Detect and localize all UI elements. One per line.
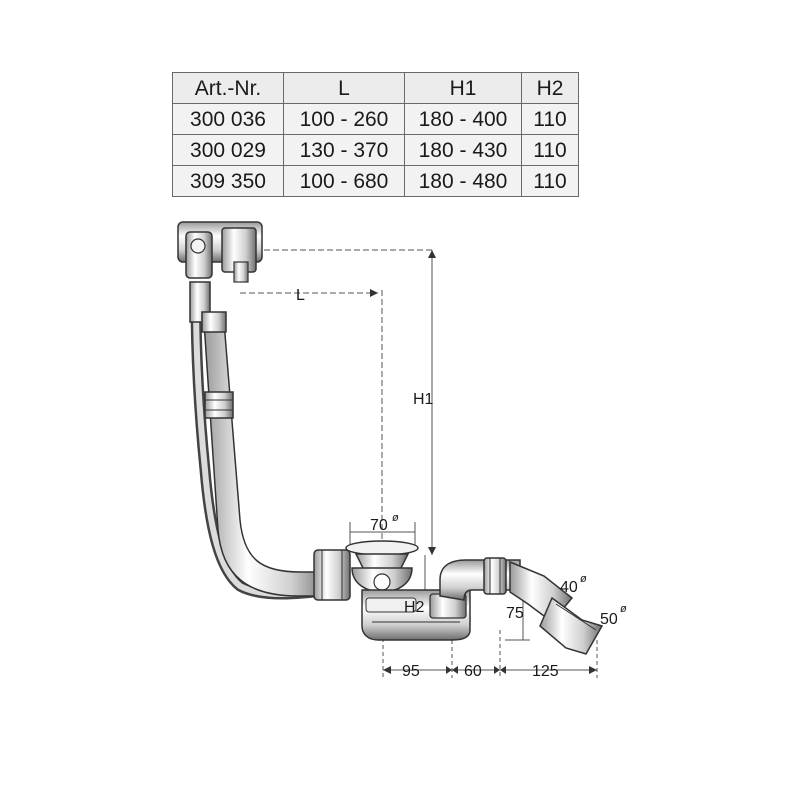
diameter-sign-70: ø xyxy=(392,512,399,524)
overflow-unit xyxy=(177,221,263,323)
waste-outlet xyxy=(345,540,419,593)
header-art-nr: Art.-Nr. xyxy=(172,72,284,104)
cell-h1: 180 - 400 xyxy=(404,103,522,135)
label-50: 50 xyxy=(600,611,618,628)
cell-h2: 110 xyxy=(521,103,579,135)
table-row: 309 350 100 - 680 180 - 480 110 xyxy=(172,165,579,197)
cell-art-nr: 309 350 xyxy=(172,165,284,197)
diameter-sign-40: ø xyxy=(580,573,587,585)
cell-h2: 110 xyxy=(521,134,579,166)
label-125: 125 xyxy=(532,663,559,680)
diameter-sign-50: ø xyxy=(620,603,627,615)
cell-art-nr: 300 036 xyxy=(172,103,284,135)
table-row: 300 036 100 - 260 180 - 400 110 xyxy=(172,103,579,135)
cell-h1: 180 - 430 xyxy=(404,134,522,166)
cell-h1: 180 - 480 xyxy=(404,165,522,197)
label-h1: H1 xyxy=(413,391,434,408)
label-75: 75 xyxy=(506,605,524,622)
header-h1: H1 xyxy=(404,72,522,104)
dimension-table: Art.-Nr. L H1 H2 300 036 100 - 260 180 -… xyxy=(172,72,579,197)
dimension-labels: L H1 H2 70 ø 40 ø 50 ø 75 95 60 125 xyxy=(296,287,627,680)
union-nut-left xyxy=(313,549,351,601)
label-l: L xyxy=(296,287,305,304)
label-h2: H2 xyxy=(404,599,425,616)
header-h2: H2 xyxy=(521,72,579,104)
cell-h2: 110 xyxy=(521,165,579,197)
label-70: 70 xyxy=(370,517,388,534)
cell-l: 100 - 260 xyxy=(283,103,405,135)
label-95: 95 xyxy=(402,663,420,680)
outlet-pipe xyxy=(439,557,604,655)
label-40: 40 xyxy=(560,579,578,596)
table-header-row: Art.-Nr. L H1 H2 xyxy=(172,72,579,104)
label-60: 60 xyxy=(464,663,482,680)
